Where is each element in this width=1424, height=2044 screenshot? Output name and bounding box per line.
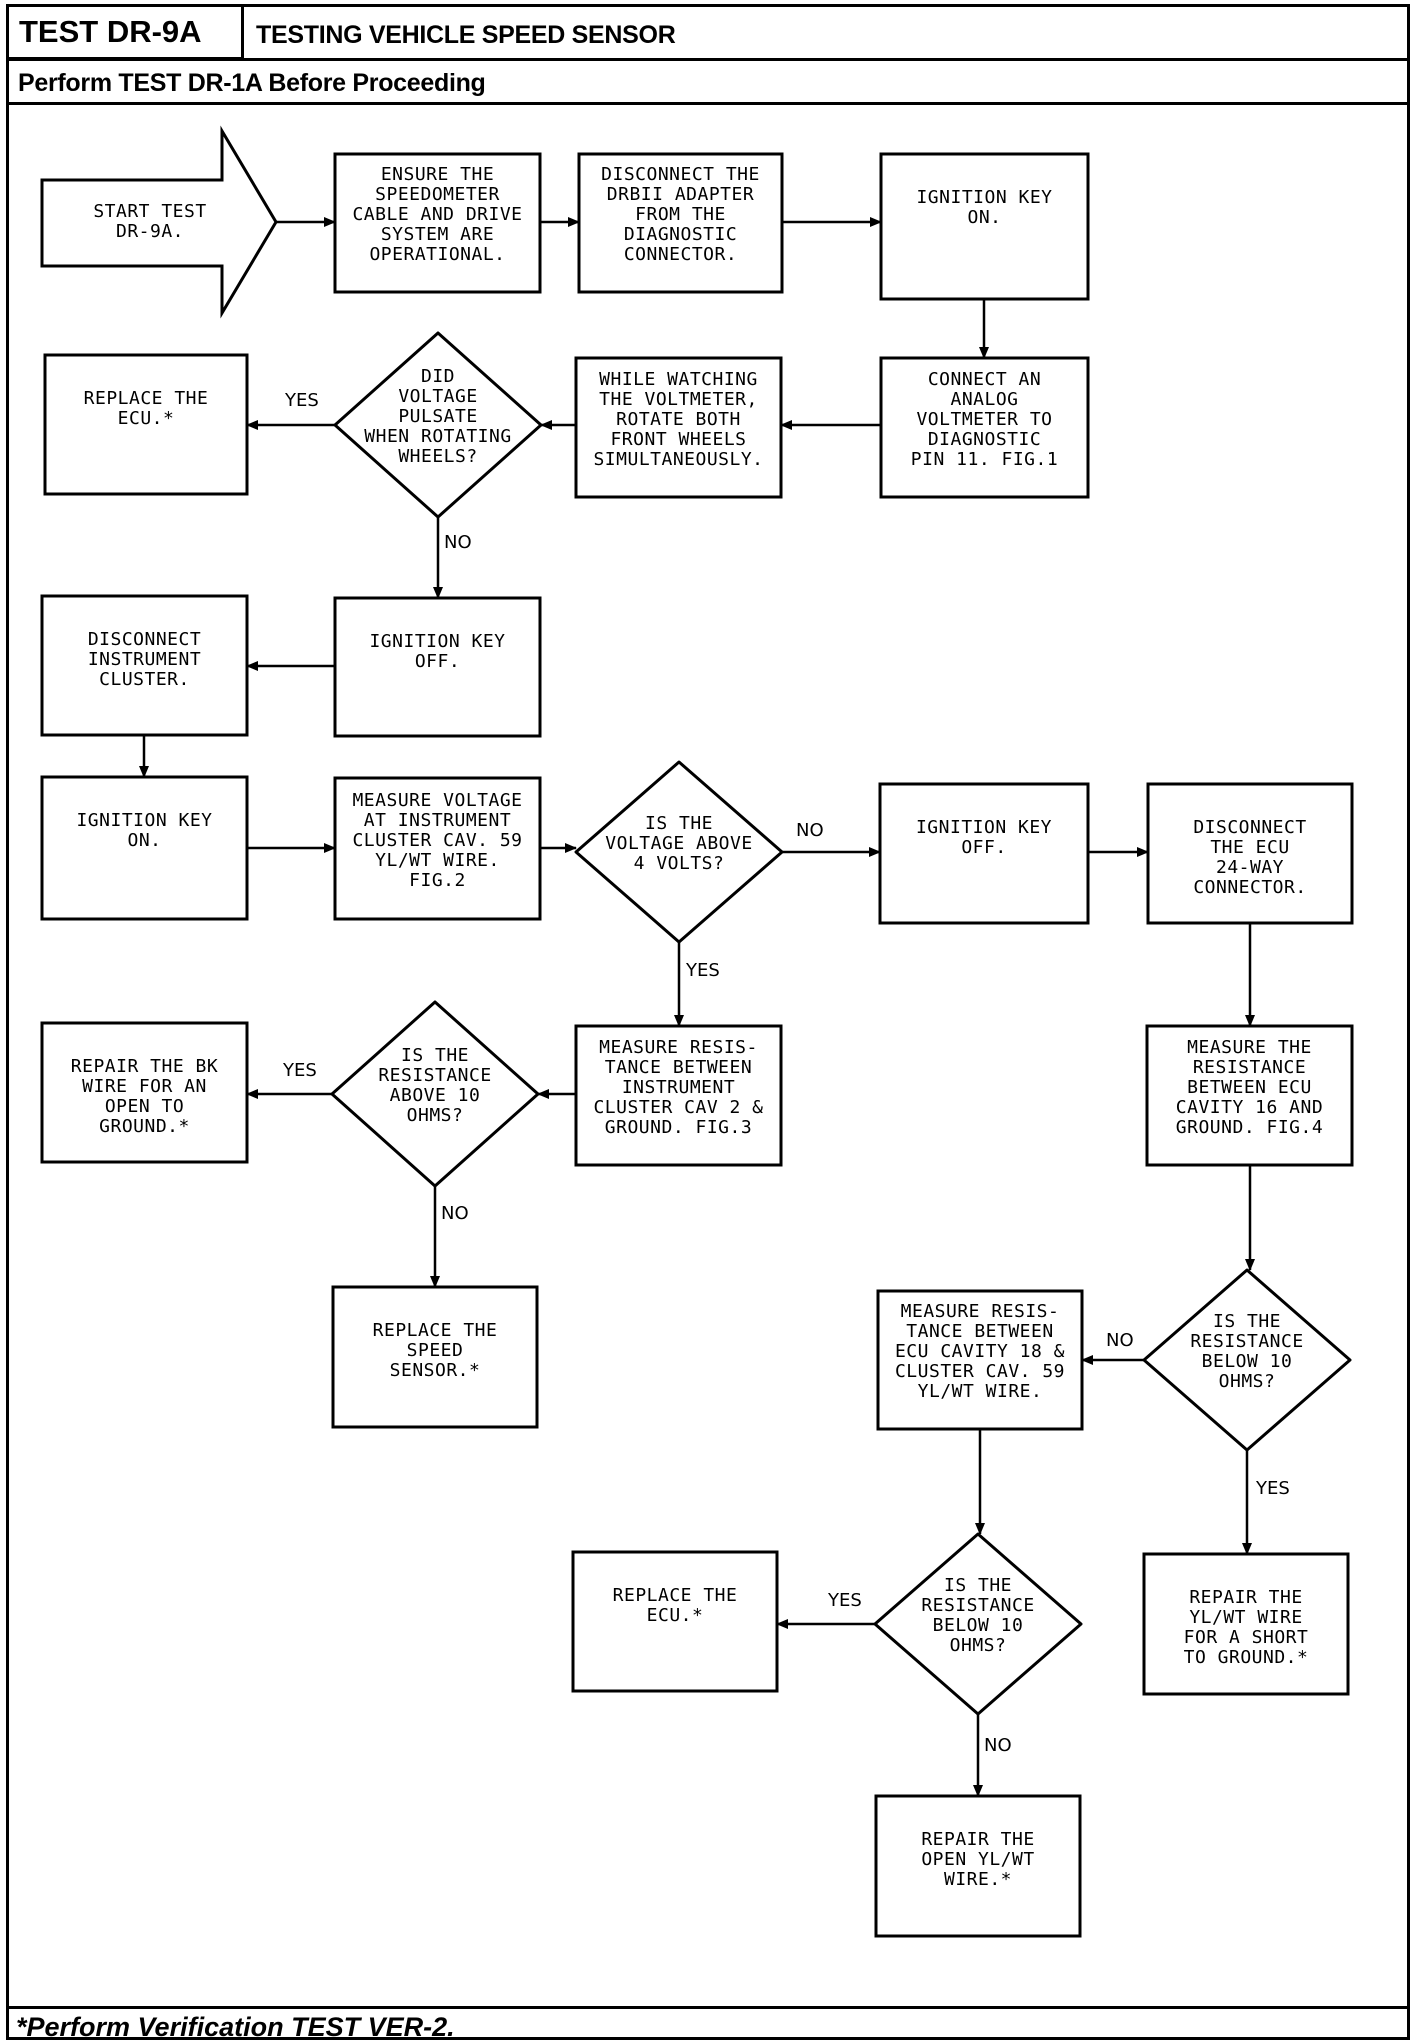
process-box-ignition-on-2 bbox=[40, 775, 249, 921]
process-box-connect-voltmeter bbox=[879, 356, 1090, 499]
process-box-measure-ecu18-cluster bbox=[876, 1289, 1084, 1431]
start-arrow-shape bbox=[40, 125, 278, 319]
process-box-replace-ecu-1 bbox=[43, 353, 249, 496]
footer-divider bbox=[6, 2006, 1410, 2009]
node-text-repair-bk-wire: REPAIR THE BK WIRE FOR AN OPEN TO GROUND… bbox=[70, 1056, 219, 1137]
node-text-q-voltage-above-4: IS THE VOLTAGE ABOVE 4 VOLTS? bbox=[605, 813, 753, 874]
node-text-disconnect-cluster: DISCONNECT INSTRUMENT CLUSTER. bbox=[87, 629, 202, 690]
node-text-ignition-on-2: IGNITION KEY ON. bbox=[76, 810, 213, 851]
node-text-measure-ecu18-cluster: MEASURE RESIS- TANCE BETWEEN ECU CAVITY … bbox=[894, 1301, 1066, 1402]
node-text-q-resistance-above-10: IS THE RESISTANCE ABOVE 10 OHMS? bbox=[378, 1045, 492, 1126]
edge-label-below10b-yes: YES bbox=[828, 1590, 862, 1611]
node-text-q-voltage-pulsate: DID VOLTAGE PULSATE WHEN ROTATING WHEELS… bbox=[364, 366, 512, 467]
edge-label-below10a-no: NO bbox=[1106, 1330, 1134, 1351]
node-text-disconnect-drbii: DISCONNECT THE DRBII ADAPTER FROM THE DI… bbox=[601, 164, 760, 265]
edge-label-volt4-no: NO bbox=[796, 820, 824, 841]
node-text-q-resistance-below-10-a: IS THE RESISTANCE BELOW 10 OHMS? bbox=[1190, 1311, 1304, 1392]
node-text-connect-voltmeter: CONNECT AN ANALOG VOLTMETER TO DIAGNOSTI… bbox=[910, 368, 1059, 470]
node-text-ignition-off-1: IGNITION KEY OFF. bbox=[369, 631, 506, 672]
node-text-replace-speed-sensor: REPLACE THE SPEED SENSOR.* bbox=[372, 1320, 498, 1381]
node-text-ignition-on-1: IGNITION KEY ON. bbox=[916, 187, 1053, 228]
node-text-start: START TEST DR-9A. bbox=[93, 201, 207, 242]
node-text-ensure-speedometer: ENSURE THE SPEEDOMETER CABLE AND DRIVE S… bbox=[352, 164, 523, 265]
process-box-measure-voltage-cluster bbox=[333, 776, 542, 921]
node-text-measure-ecu16-ground: MEASURE THE RESISTANCE BETWEEN ECU CAVIT… bbox=[1175, 1036, 1324, 1138]
node-text-replace-ecu-2: REPLACE THE ECU.* bbox=[612, 1585, 738, 1626]
process-box-measure-ecu16-ground bbox=[1145, 1024, 1354, 1167]
process-box-ignition-off-2 bbox=[878, 782, 1090, 925]
node-text-rotate-wheels: WHILE WATCHING THE VOLTMETER, ROTATE BOT… bbox=[593, 368, 764, 470]
verification-note: *Perform Verification TEST VER-2. bbox=[16, 2012, 455, 2042]
edge-label-pulsate-no: NO bbox=[444, 532, 472, 553]
process-box-disconnect-ecu bbox=[1146, 782, 1354, 925]
subheader-divider bbox=[6, 102, 1410, 105]
process-box-replace-speed-sensor bbox=[331, 1285, 539, 1429]
node-text-repair-open-yl-wt: REPAIR THE OPEN YL/WT WIRE.* bbox=[921, 1829, 1035, 1890]
process-box-repair-yl-wt-short bbox=[1142, 1552, 1350, 1696]
node-text-q-resistance-below-10-b: IS THE RESISTANCE BELOW 10 OHMS? bbox=[921, 1575, 1035, 1656]
node-text-replace-ecu-1: REPLACE THE ECU.* bbox=[83, 388, 209, 429]
node-text-repair-yl-wt-short: REPAIR THE YL/WT WIRE FOR A SHORT TO GRO… bbox=[1183, 1587, 1309, 1668]
edge-label-above10-yes: YES bbox=[283, 1060, 317, 1081]
node-text-measure-cluster-ground: MEASURE RESIS- TANCE BETWEEN INSTRUMENT … bbox=[593, 1036, 764, 1138]
node-text-ignition-off-2: IGNITION KEY OFF. bbox=[915, 817, 1053, 858]
edge-label-below10b-no: NO bbox=[984, 1735, 1012, 1756]
header-divider bbox=[6, 58, 1410, 61]
process-box-replace-ecu-2 bbox=[571, 1550, 779, 1693]
prerequisite-note: Perform TEST DR-1A Before Proceeding bbox=[18, 69, 486, 97]
edge-label-pulsate-yes: YES bbox=[285, 390, 319, 411]
edge-label-below10a-yes: YES bbox=[1256, 1478, 1290, 1499]
edge-label-above10-no: NO bbox=[441, 1203, 469, 1224]
process-box-measure-cluster-ground bbox=[574, 1024, 783, 1167]
node-text-disconnect-ecu: DISCONNECT THE ECU 24-WAY CONNECTOR. bbox=[1193, 817, 1307, 898]
process-box-disconnect-cluster bbox=[40, 594, 249, 737]
page-frame bbox=[6, 4, 1410, 2040]
node-text-measure-voltage-cluster: MEASURE VOLTAGE AT INSTRUMENT CLUSTER CA… bbox=[352, 789, 523, 891]
page-title: TESTING VEHICLE SPEED SENSOR bbox=[256, 21, 676, 49]
edge-label-volt4-yes: YES bbox=[686, 960, 720, 981]
